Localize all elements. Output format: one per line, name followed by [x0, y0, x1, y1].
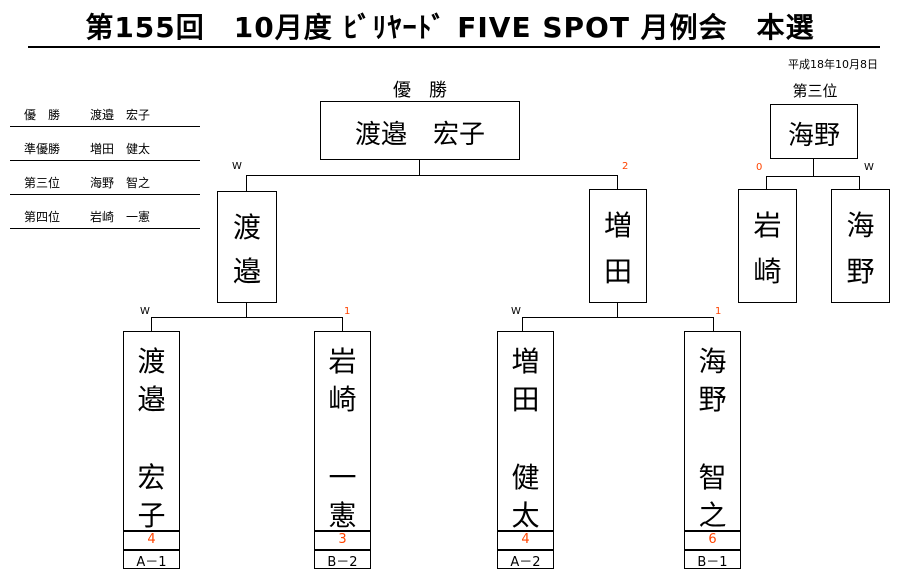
- bracket-line: [713, 317, 714, 331]
- name-char: 宏: [137, 461, 166, 494]
- name-char: 田: [603, 255, 632, 288]
- bracket-line: [522, 317, 714, 318]
- bracket-line: [766, 176, 767, 189]
- third-match-box-left: 岩 崎: [738, 189, 797, 303]
- seed-code: A－1: [123, 550, 180, 570]
- score-cell: 3: [314, 531, 371, 550]
- third-place-name: 海野: [787, 121, 840, 151]
- result-mark: W: [232, 161, 242, 172]
- summary-rank: 第四位: [24, 210, 61, 224]
- name-char: 一: [328, 461, 357, 494]
- result-mark: 2: [622, 161, 629, 172]
- result-mark: W: [140, 306, 150, 317]
- champion-label: 優 勝: [393, 80, 447, 101]
- champion-box: 渡邉 宏子: [320, 101, 520, 160]
- name-char: 崎: [753, 255, 782, 288]
- name-char: 太: [511, 499, 540, 532]
- score-cell: 4: [497, 531, 554, 550]
- summary-name: 渡邉 宏子: [90, 108, 151, 122]
- bracket-line: [859, 176, 860, 189]
- page-title: 第155回 10月度 ﾋﾞﾘﾔｰﾄﾞ FIVE SPOT 月例会 本選: [85, 11, 815, 44]
- name-char: 渡: [137, 345, 166, 378]
- name-char: 岩: [753, 209, 782, 242]
- bracket-line: [151, 317, 152, 331]
- summary-rank: 準優勝: [24, 142, 61, 156]
- bracket-line: [419, 160, 420, 175]
- player-box-b1: 海 野 智 之: [684, 331, 741, 532]
- result-mark: 0: [756, 162, 763, 173]
- result-mark: W: [511, 306, 521, 317]
- result-mark: W: [864, 162, 874, 173]
- name-char: 子: [137, 499, 166, 532]
- name-char: 之: [698, 499, 727, 532]
- summary-rank: 第三位: [24, 176, 61, 190]
- player-box-a1: 渡 邉 宏 子: [123, 331, 180, 532]
- third-match-box-right: 海 野: [831, 189, 890, 303]
- event-date: 平成18年10月8日: [788, 58, 878, 71]
- name-char: 田: [511, 383, 540, 416]
- result-mark: 1: [715, 306, 722, 317]
- seed-code: B－1: [684, 550, 741, 570]
- bracket-line: [246, 175, 247, 191]
- seed-code: A－2: [497, 550, 554, 570]
- summary-row-runner-up: 準優勝 増田 健太: [10, 138, 200, 161]
- bracket-line: [246, 175, 618, 176]
- third-place-label: 第三位: [792, 82, 838, 100]
- bracket-line: [246, 302, 247, 317]
- name-char: 野: [846, 255, 875, 288]
- bracket-line: [522, 317, 523, 331]
- bracket-line: [617, 175, 618, 191]
- bracket-line: [151, 317, 343, 318]
- bracket-line: [342, 317, 343, 331]
- player-box-b2: 岩 崎 一 憲: [314, 331, 371, 532]
- name-char: 増: [603, 209, 632, 242]
- name-char: 憲: [328, 499, 357, 532]
- name-char: 海: [846, 209, 875, 242]
- result-mark: 1: [344, 306, 351, 317]
- champion-name: 渡邉 宏子: [354, 120, 485, 150]
- name-char: 渡: [232, 211, 261, 244]
- name-char: 岩: [328, 345, 357, 378]
- bracket-line: [617, 302, 618, 317]
- third-place-box: 海野: [770, 104, 858, 159]
- name-char: 邉: [232, 255, 261, 288]
- name-char: 健: [511, 461, 540, 494]
- bracket-line: [813, 159, 814, 176]
- summary-rank: 優 勝: [24, 108, 61, 122]
- name-char: 邉: [137, 383, 166, 416]
- summary-name: 岩崎 一憲: [90, 210, 151, 224]
- name-char: 智: [698, 461, 727, 494]
- score-cell: 4: [123, 531, 180, 550]
- summary-row-champion: 優 勝 渡邉 宏子: [10, 104, 200, 127]
- score-cell: 6: [684, 531, 741, 550]
- semifinal-box-right: 増 田: [589, 189, 647, 303]
- seed-code: B－2: [314, 550, 371, 570]
- summary-row-third: 第三位 海野 智之: [10, 172, 200, 195]
- summary-name: 増田 健太: [90, 142, 151, 156]
- bracket-line: [766, 176, 860, 177]
- name-char: 増: [511, 345, 540, 378]
- semifinal-box-left: 渡 邉: [217, 191, 277, 303]
- title-underline: [28, 46, 880, 48]
- name-char: 海: [698, 345, 727, 378]
- name-char: 野: [698, 383, 727, 416]
- name-char: 崎: [328, 383, 357, 416]
- player-box-a2: 増 田 健 太: [497, 331, 554, 532]
- summary-name: 海野 智之: [90, 176, 151, 190]
- summary-row-fourth: 第四位 岩崎 一憲: [10, 206, 200, 229]
